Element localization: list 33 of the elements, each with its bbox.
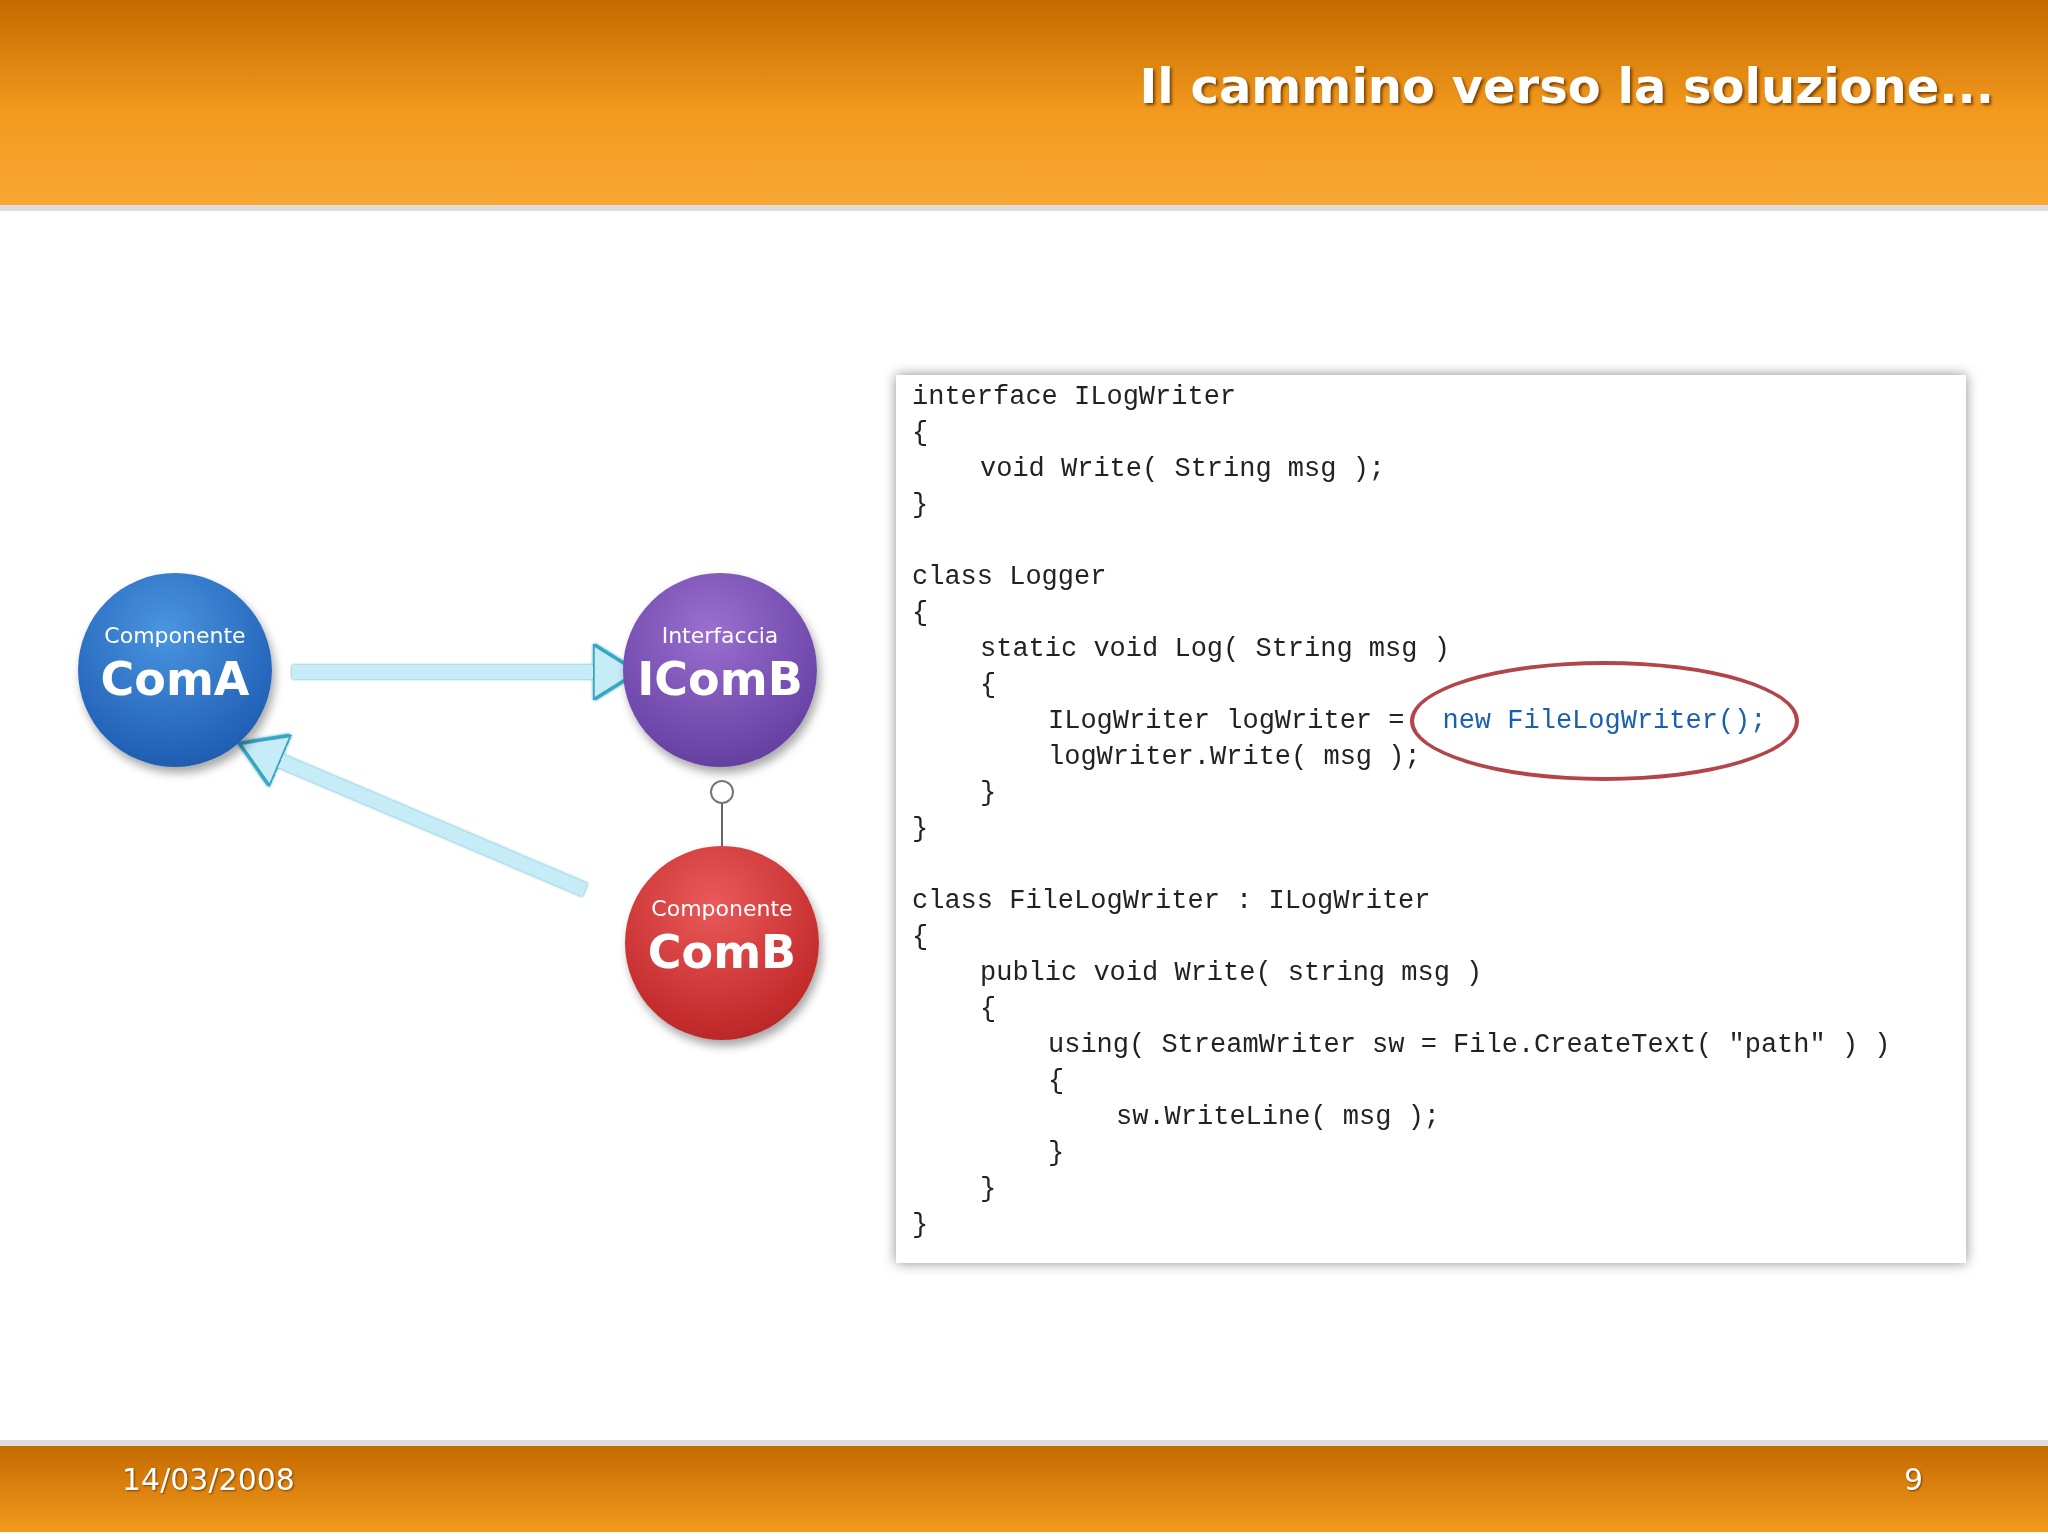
code-line: interface ILogWriter [912,381,1237,414]
page-number: 9 [1904,1462,1924,1497]
code-line: using( StreamWriter sw = File.CreateText( "path" ) ) [1048,1029,1891,1062]
code-line: } [912,813,929,846]
code-panel [896,375,1966,1263]
code-line: } [1048,1137,1065,1170]
code-line: } [980,1173,997,1206]
date-text: 14/03/2008 [122,1462,295,1497]
slide-title: Il cammino verso la soluzione... [1139,58,1994,114]
code-line: { [912,417,929,450]
code-line: { [980,993,997,1026]
code-line: void Write( String msg ); [980,453,1386,486]
lollipop-circle [710,780,734,804]
code-line: } [912,1209,929,1242]
block-arrow [237,733,588,897]
connector-line [721,803,723,847]
code-line: public void Write( string msg ) [980,957,1483,990]
code-line: { [980,669,997,702]
code-line: } [912,489,929,522]
code-line: } [980,777,997,810]
node-title: ComA [99,652,251,706]
code-line: { [1048,1065,1065,1098]
code-line: { [912,597,929,630]
code-line: { [912,921,929,954]
code-line: class FileLogWriter : ILogWriter [912,885,1431,918]
node-title: IComB [636,652,804,706]
node-caption: Interfaccia [660,623,780,648]
code-line: ILogWriter logWriter = [1048,706,1405,736]
node-title: ComB [646,925,798,979]
node-caption: Componente [103,623,247,648]
node-caption: Componente [650,896,794,921]
code-line: class Logger [912,561,1107,594]
code-line: sw.WriteLine( msg ); [1116,1101,1441,1134]
